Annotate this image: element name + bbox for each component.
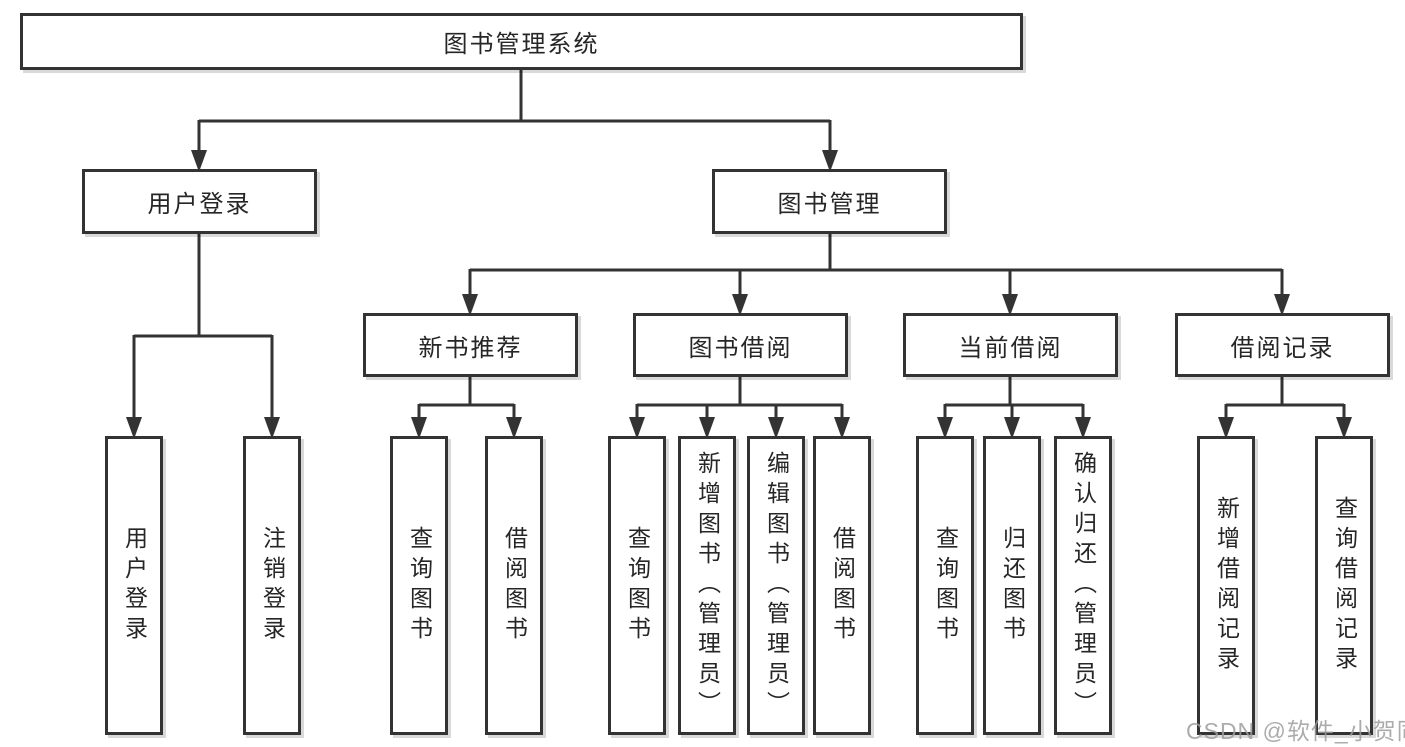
arrowhead-icons xyxy=(126,150,1352,439)
node-user-login: 用户登录 xyxy=(82,169,317,234)
node-borrowing-query-books: 查询图书 xyxy=(608,436,666,735)
node-library-management-system: 图书管理系统 xyxy=(20,13,1023,70)
node-label: 图书借阅 xyxy=(688,334,793,362)
node-label: 新增图书（管理员） xyxy=(694,450,721,721)
node-label: 新书推荐 xyxy=(418,334,523,362)
node-current-return-books: 归还图书 xyxy=(983,436,1041,735)
node-book-management: 图书管理 xyxy=(712,169,947,234)
node-label: 查询借阅记录 xyxy=(1331,495,1358,676)
node-label: 新增借阅记录 xyxy=(1213,495,1240,676)
node-label: 借阅图书 xyxy=(501,525,528,646)
node-label: 确认归还（管理员） xyxy=(1070,450,1097,721)
node-label: 图书管理系统 xyxy=(443,31,600,58)
connector-segments xyxy=(132,70,1346,420)
node-label: 查询图书 xyxy=(932,525,959,646)
node-book-borrowing: 图书借阅 xyxy=(633,313,848,377)
node-label: 查询图书 xyxy=(624,525,651,646)
node-label: 用户登录 xyxy=(121,525,148,646)
node-label: 借阅记录 xyxy=(1230,334,1335,362)
node-borrowing-records: 借阅记录 xyxy=(1175,313,1390,377)
node-records-add-record: 新增借阅记录 xyxy=(1197,436,1255,735)
node-newrec-borrow-books: 借阅图书 xyxy=(485,436,543,735)
node-borrowing-edit-books-admin: 编辑图书（管理员） xyxy=(747,436,805,735)
node-current-borrowing: 当前借阅 xyxy=(903,313,1118,377)
node-label: 查询图书 xyxy=(406,525,433,646)
node-current-confirm-return-admin: 确认归还（管理员） xyxy=(1054,436,1112,735)
node-current-query-books: 查询图书 xyxy=(916,436,974,735)
node-label: 借阅图书 xyxy=(829,525,856,646)
node-logout-leaf: 注销登录 xyxy=(243,436,301,735)
node-label: 归还图书 xyxy=(999,525,1026,646)
node-label: 编辑图书（管理员） xyxy=(763,450,790,721)
node-label: 用户登录 xyxy=(147,191,252,218)
node-newrec-query-books: 查询图书 xyxy=(390,436,448,735)
node-label: 当前借阅 xyxy=(958,334,1063,362)
node-records-query-record: 查询借阅记录 xyxy=(1315,436,1373,735)
node-new-book-recommend: 新书推荐 xyxy=(363,313,578,377)
node-borrowing-borrow-books: 借阅图书 xyxy=(813,436,871,735)
watermark: CSDN @软件_小贺同学 xyxy=(1186,718,1405,744)
node-borrowing-add-books-admin: 新增图书（管理员） xyxy=(678,436,736,735)
node-label: 图书管理 xyxy=(777,191,882,218)
node-label: 注销登录 xyxy=(259,525,286,646)
node-user-login-leaf: 用户登录 xyxy=(105,436,163,735)
